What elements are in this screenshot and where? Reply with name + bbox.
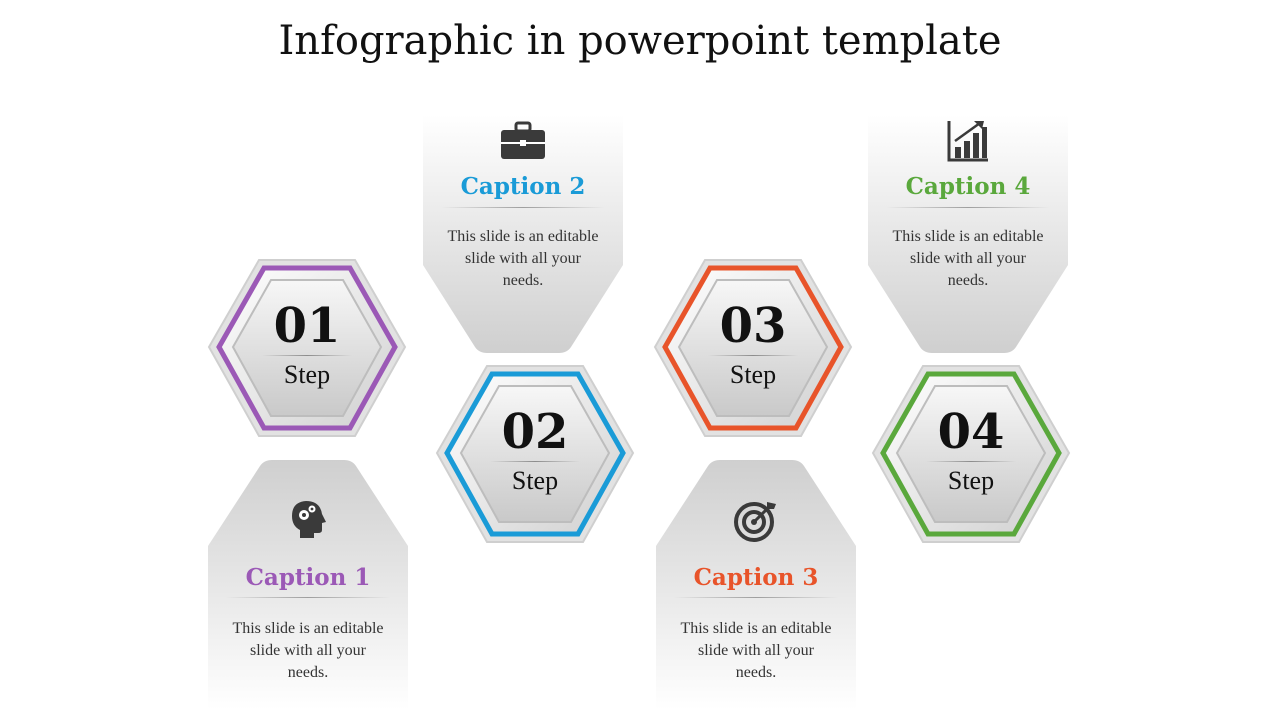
caption-card-1: Caption 1 This slide is an editable slid… (208, 460, 408, 710)
step-3-divider (708, 355, 798, 356)
step-1-number: 01 (273, 298, 341, 354)
step-2-number: 02 (501, 404, 569, 460)
target-icon (734, 498, 778, 542)
caption-4-title: Caption 4 (905, 173, 1031, 200)
caption-3-title: Caption 3 (693, 564, 819, 591)
caption-3-text: This slide is an editable slide with all… (680, 620, 832, 681)
caption-card-2: Caption 2 This slide is an editable slid… (423, 115, 623, 355)
step-3-label: Step (729, 360, 777, 389)
caption-4-divider (886, 207, 1050, 208)
head-gears-icon (286, 496, 330, 540)
slide-title: Infographic in powerpoint template (278, 18, 1002, 64)
briefcase-icon (501, 119, 545, 163)
step-4-label: Step (947, 466, 995, 495)
step-2-label: Step (511, 466, 559, 495)
step-4-divider (926, 461, 1016, 462)
step-hexagon-4: 04 Step (871, 358, 1071, 548)
step-hexagon-1: 01 Step (207, 252, 407, 442)
caption-1-title: Caption 1 (245, 564, 371, 591)
step-3-number: 03 (719, 298, 787, 354)
caption-1-divider (226, 597, 390, 598)
step-hexagon-3: 03 Step (653, 252, 853, 442)
caption-4-text: This slide is an editable slide with all… (892, 228, 1044, 289)
caption-2-text: This slide is an editable slide with all… (447, 228, 599, 289)
caption-2-title: Caption 2 (460, 173, 586, 200)
step-hexagon-2: 02 Step (435, 358, 635, 548)
step-1-label: Step (283, 360, 331, 389)
caption-2-divider (441, 207, 605, 208)
caption-card-4: Caption 4 This slide is an editable slid… (868, 115, 1068, 355)
caption-card-3: Caption 3 This slide is an editable slid… (656, 460, 856, 710)
step-1-divider (262, 355, 352, 356)
step-4-number: 04 (937, 404, 1005, 460)
step-2-divider (490, 461, 580, 462)
caption-3-divider (674, 597, 838, 598)
growth-chart-icon (946, 119, 990, 163)
caption-1-text: This slide is an editable slide with all… (232, 620, 384, 681)
